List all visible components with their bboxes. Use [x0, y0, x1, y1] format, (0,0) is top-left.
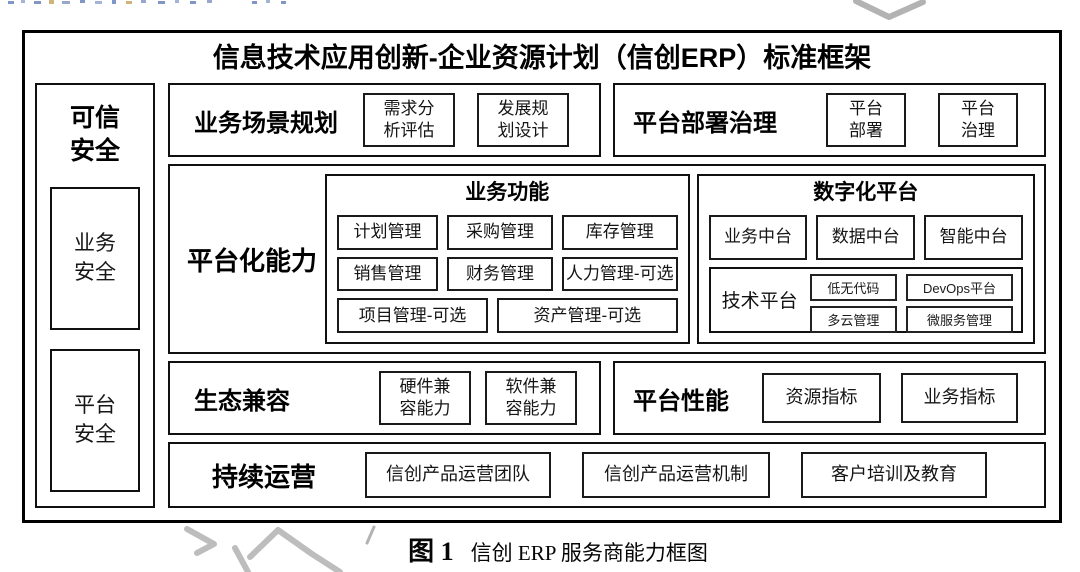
row-scenario-deployment: 业务场景规划 需求分析评估 发展规划设计 平台部署治理 平台部署 平台治理	[168, 83, 1046, 157]
business-functions-title: 业务功能	[465, 181, 550, 204]
continuous-operation-chips: 信创产品运营团队 信创产品运营机制 客户培训及教育	[365, 452, 988, 498]
devops-chip: DevOps平台	[906, 273, 1013, 301]
hardware-compat-chip: 硬件兼容能力	[379, 371, 471, 425]
platform-capability-box: 平台化能力 业务功能 计划管理 采购管理 库存管理 销售管理 财务管理 人力管理…	[168, 164, 1046, 354]
platform-governance-chip: 平台治理	[938, 93, 1018, 147]
framework-diagram: 信息技术应用创新-企业资源计划（信创ERP）标准框架 可信安全 业务安全 平台安…	[22, 30, 1062, 523]
resource-metrics-chip: 资源指标	[762, 373, 881, 423]
business-scenario-title: 业务场景规划	[194, 109, 338, 137]
platform-performance-box: 平台性能 资源指标 业务指标	[613, 361, 1046, 435]
low-no-code-chip: 低无代码	[809, 273, 898, 301]
eco-compatibility-chips: 硬件兼容能力 软件兼容能力	[379, 371, 577, 425]
tech-platform-box: 技术平台 低无代码 DevOps平台 多云管理 微服务管理	[708, 266, 1023, 333]
ops-team-chip: 信创产品运营团队	[365, 452, 552, 498]
business-metrics-chip: 业务指标	[901, 373, 1018, 423]
platform-performance-title: 平台性能	[633, 387, 729, 415]
platform-performance-chips: 资源指标 业务指标	[762, 373, 1018, 423]
trusted-security-panel: 可信安全 业务安全 平台安全	[35, 83, 155, 508]
tech-platform-grid: 低无代码 DevOps平台 多云管理 微服务管理	[809, 273, 1013, 333]
capability-rows: 业务场景规划 需求分析评估 发展规划设计 平台部署治理 平台部署 平台治理	[168, 83, 1046, 508]
continuous-operation-box: 持续运营 信创产品运营团队 信创产品运营机制 客户培训及教育	[168, 442, 1046, 508]
digital-platform-group: 数字化平台 业务中台 数据中台 智能中台 技术平台 低无代码 DevOps平台 …	[696, 174, 1035, 344]
platform-deployment-title: 平台部署治理	[633, 109, 777, 137]
business-scenario-chips: 需求分析评估 发展规划设计	[363, 93, 569, 147]
data-middle-platform-chip: 数据中台	[816, 215, 916, 260]
finance-mgmt-chip: 财务管理	[447, 256, 553, 292]
figure-caption-number: 图 1	[408, 537, 454, 566]
business-functions-group: 业务功能 计划管理 采购管理 库存管理 销售管理 财务管理 人力管理-可选	[325, 174, 690, 344]
development-planning-chip: 发展规划设计	[477, 93, 569, 147]
intelligent-middle-platform-chip: 智能中台	[924, 215, 1023, 260]
customer-training-chip: 客户培训及教育	[801, 452, 988, 498]
demand-analysis-chip: 需求分析评估	[363, 93, 455, 147]
top-right-stroke	[853, 0, 926, 20]
platform-capability-title: 平台化能力	[186, 245, 317, 276]
platform-deploy-chip: 平台部署	[826, 93, 906, 147]
project-mgmt-chip: 项目管理-可选	[337, 298, 489, 334]
platform-security-box: 平台安全	[50, 349, 140, 492]
platform-security-label: 平台安全	[74, 393, 116, 446]
bf-row-2: 销售管理 财务管理 人力管理-可选	[337, 256, 678, 292]
bf-row-3: 项目管理-可选 资产管理-可选	[337, 298, 678, 334]
diagram-title: 信息技术应用创新-企业资源计划（信创ERP）标准框架	[212, 43, 872, 73]
inventory-mgmt-chip: 库存管理	[561, 215, 678, 250]
platform-deployment-chips: 平台部署 平台治理	[826, 93, 1018, 147]
trusted-security-title: 可信安全	[69, 104, 120, 165]
microservice-chip: 微服务管理	[906, 305, 1013, 333]
row-continuous-operation: 持续运营 信创产品运营团队 信创产品运营机制 客户培训及教育	[168, 442, 1046, 508]
business-middle-platform-chip: 业务中台	[708, 215, 808, 260]
platform-deployment-box: 平台部署治理 平台部署 平台治理	[613, 83, 1046, 157]
clipped-text-fragments	[8, 0, 286, 4]
business-security-label: 业务安全	[74, 231, 116, 284]
dp-row-1: 业务中台 数据中台 智能中台	[708, 215, 1023, 260]
digital-platform-title: 数字化平台	[813, 181, 919, 204]
asset-mgmt-chip: 资产管理-可选	[497, 298, 678, 334]
ops-mechanism-chip: 信创产品运营机制	[582, 452, 771, 498]
plan-mgmt-chip: 计划管理	[337, 215, 439, 250]
business-scenario-box: 业务场景规划 需求分析评估 发展规划设计	[168, 83, 601, 157]
eco-compatibility-box: 生态兼容 硬件兼容能力 软件兼容能力	[168, 361, 601, 435]
row-compat-performance: 生态兼容 硬件兼容能力 软件兼容能力 平台性能 资源指标 业务指标	[168, 361, 1046, 435]
figure-caption-text: 信创 ERP 服务商能力框图	[470, 541, 708, 565]
business-security-box: 业务安全	[50, 187, 140, 330]
row-platform-capability: 平台化能力 业务功能 计划管理 采购管理 库存管理 销售管理 财务管理 人力管理…	[168, 164, 1046, 354]
software-compat-chip: 软件兼容能力	[485, 371, 577, 425]
tech-platform-title: 技术平台	[721, 291, 798, 313]
sales-mgmt-chip: 销售管理	[337, 256, 439, 292]
bf-row-1: 计划管理 采购管理 库存管理	[337, 215, 678, 250]
continuous-operation-title: 持续运营	[212, 461, 317, 492]
hr-mgmt-chip: 人力管理-可选	[561, 256, 678, 292]
multi-cloud-chip: 多云管理	[809, 305, 898, 333]
figure-caption: 图 1 信创 ERP 服务商能力框图	[0, 531, 1080, 568]
diagram-body: 可信安全 业务安全 平台安全 业务场景规划 需求分析评估 发展规划设计 平	[35, 83, 1046, 508]
eco-compatibility-title: 生态兼容	[194, 387, 290, 415]
procurement-mgmt-chip: 采购管理	[447, 215, 553, 250]
